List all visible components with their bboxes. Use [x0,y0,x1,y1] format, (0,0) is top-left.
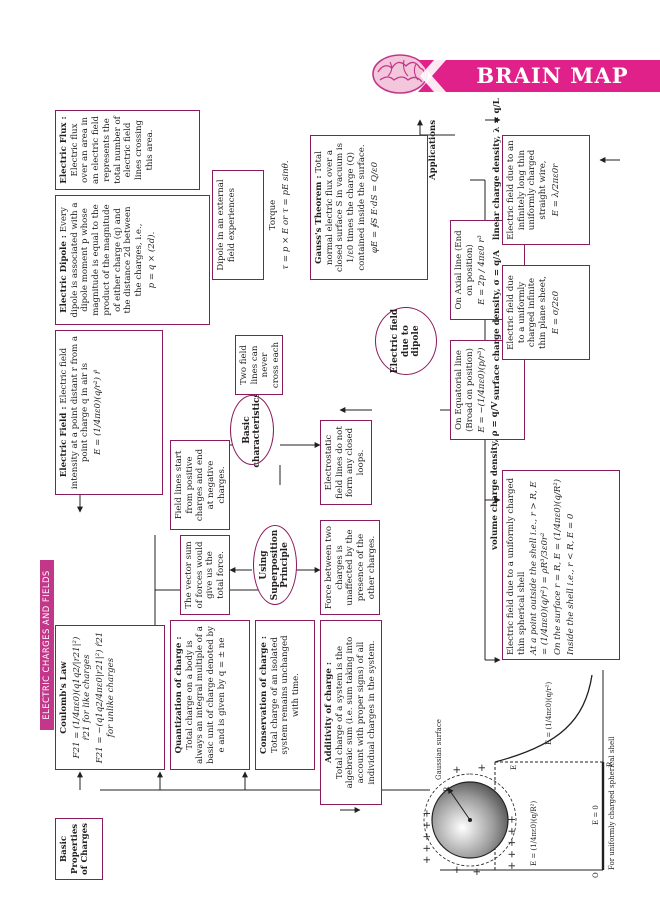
volume-density-label: volume charge density, ρ = q/V [490,401,500,550]
shell-sphere: + + + + + + + + + + + + + + [422,764,518,876]
equatorial-formula: E = −(1/4πε0)(p/r³) [477,347,488,433]
never-cross-box: Two field lines can never cross each oth… [235,335,283,395]
force-unaffected-text: Force between two charges is unaffected … [324,525,377,610]
electric-field-box: Electric Field : Electric field intensit… [55,330,163,495]
e-zero-label: E = 0 [592,805,600,825]
coulomb-like-formula: F21 = (1/4πε0)(q1q2/|r21|²) r̂21 for lik… [71,636,93,759]
vector-sum-box: The vector sum of forces would give us t… [180,535,230,615]
coulomb-unlike-formula: F21 = −(q1q2/4πε0|r21|²) r̂21 for unlike… [95,631,116,764]
quantization-title: Quantization of charge : [174,636,184,754]
applications-label: Applications [428,119,438,180]
axial-title: On Axial line (End on position) [454,230,475,310]
dipole-external-text: Dipole in an external field experiences [216,179,237,271]
spherical-shell-box: Electric field due to a uniformly charge… [502,470,620,660]
force-unaffected-box: Force between two charges is unaffected … [320,520,380,615]
page-title: ELECTRIC CHARGES AND FIELDS [40,560,54,730]
quantization-text: Total charge on a body is always an inte… [184,626,227,764]
e-outside-label: E = (1/4πε0)(q/r²) [545,681,553,745]
no-closed-loops-text: Electrostatic field lines do not form an… [324,426,367,499]
svg-text:+ + + + +: + + + + + [507,815,518,870]
superposition-oval: Using Superposition Principle [253,525,297,605]
svg-text:+: + [452,766,463,774]
axis-r-label: R [606,761,614,767]
dipole-text: Every dipole is associated with a dipole… [59,202,145,318]
torque-formula: τ = p × E or τ = pE sinθ. [280,160,291,270]
connector-lines: + + + + + + + + + + + + + + [77,117,620,876]
shell-graph [440,670,605,871]
electric-dipole-box: Electric Dipole : Every dipole is associ… [55,195,210,325]
svg-text:+: + [452,866,463,874]
basic-properties-label: Basic Properties of Charges [59,823,91,875]
shell-surface: On the surface r = R, E = (1/4πε0)(q/R²) [552,478,563,655]
sheet-formula: E = σ/2ε0 [550,290,561,335]
svg-text:+ + + + +: + + + + + [422,809,433,864]
gauss-title: Gauss's Theorem : [314,175,324,264]
header: BRAIN MAP [370,44,660,104]
shell-outside: At a point outside the shell i.e., r > R… [529,481,551,655]
quantization-box: Quantization of charge : Total charge on… [170,620,250,770]
gauss-formula: φE = ∮S E·dS = Q/ε0 [369,161,380,254]
electric-field-title: Electric Field : [59,406,69,478]
linear-density-label: linear charge density, λ = q/L [492,98,502,240]
vector-sum-text: The vector sum of forces would give us t… [184,541,227,609]
shell-title: Electric field due to a uniformly charge… [506,477,527,655]
basic-properties-box: Basic Properties of Charges [55,818,103,880]
sheet-text: Electric field due to a uniformly charge… [506,275,549,350]
brain-map: + + + + + + + + + + + + + + ELECTRIC CHARG… [40,98,620,880]
conservation-title: Conservation of charge : [259,635,269,755]
no-closed-loops-box: Electrostatic field lines do not form an… [320,420,372,505]
basic-characteristics-label: Basic characteristics [241,392,262,468]
svg-text:+: + [472,868,483,876]
equatorial-title: On Equatorial line (Broad on position) [454,348,475,432]
flux-title: Electric Flux : [59,116,69,184]
field-lines-start-text: Field lines start from positive charges … [174,448,227,522]
field-due-to-dipole-oval: Electric field due to dipole [375,307,437,375]
torque-block: Torque τ = p × E or τ = pE sinθ. [268,160,291,270]
plane-sheet-box: Electric field due to a uniformly charge… [502,265,590,360]
additivity-title: Additivity of charge : [324,661,334,764]
dipole-external-box: Dipole in an external field experiences [212,170,264,280]
conservation-text: Total charge of an isolated system remai… [269,635,302,755]
gaussian-surface-label: Gaussian surface [435,719,443,780]
coulombs-law-box: Coulomb's Law F21 = (1/4πε0)(q1q2/|r21|²… [55,625,165,770]
banner-shape [418,60,660,92]
e-vector-label: E [510,764,518,770]
superposition-label: Using Superposition Principle [259,529,291,601]
coulomb-title: Coulomb's Law [59,661,69,734]
additivity-box: Additivity of charge : Total charge of a… [320,620,382,805]
svg-text:+: + [477,764,488,772]
axial-formula: E = 2p / 4πε0 r³ [477,235,488,305]
electric-flux-box: Electric Flux : Electric flux over an ar… [55,110,200,190]
field-lines-start-box: Field lines start from positive charges … [170,440,230,530]
page-header-title: BRAIN MAP [476,63,629,88]
dipole-title: Electric Dipole : [59,235,69,313]
never-cross-text: Two field lines can never cross each oth… [239,341,283,389]
field-due-to-dipole-label: Electric field due to dipole [390,308,422,374]
shell-inside: Inside the shell i.e., r < R, E = 0 [565,513,576,655]
gauss-theorem-box: Gauss's Theorem : Total normal electric … [310,135,428,280]
e-surface-label: E = (1/4πε0)(q/R²) [530,800,538,866]
basic-characteristics-oval: Basic characteristics [230,392,274,468]
dipole-formula: p = q × (2d). [146,231,157,289]
conservation-box: Conservation of charge : Total charge of… [255,620,315,770]
surface-density-label: surface charge density, σ = q/A [492,250,502,400]
additivity-text: Total charge of a system is the algebrai… [334,636,377,789]
straight-wire-box: Electric field due to an infinitely long… [502,135,590,245]
wire-formula: E = λ/2πε0r [550,163,561,217]
torque-title: Torque [268,199,278,231]
wire-text: Electric field due to an infinitely long… [506,140,549,240]
graph-caption: For uniformly charged spherical shell [608,736,616,870]
radius-label: R [443,786,451,792]
electric-field-formula: E = (1/4πε0)(q/r²) r̂ [93,370,104,455]
origin-label: O [592,872,600,878]
flux-text: Electric flux over an area in an electri… [69,115,155,185]
